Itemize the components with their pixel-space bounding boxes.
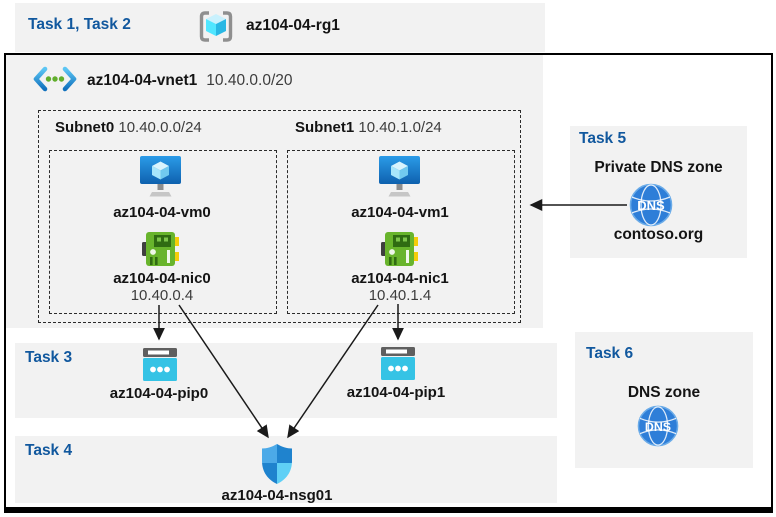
resource-group-icon (198, 10, 234, 48)
dns-icon-text: DNS (637, 198, 665, 213)
vnet-panel (6, 55, 543, 328)
vnet-header: az104-04-vnet1 10.40.0.0/20 (32, 66, 293, 96)
subnet0-name: Subnet0 (55, 119, 115, 136)
task-1-2-label: Task 1, Task 2 (28, 16, 131, 33)
nic1-ip: 10.40.1.4 (368, 287, 432, 304)
address-space-box (38, 110, 521, 323)
private-dns-zone-title: Private DNS zone (594, 159, 723, 176)
nic0-name: az104-04-nic0 (113, 270, 211, 287)
task5-label: Task 5 (579, 130, 627, 147)
nic1-name: az104-04-nic1 (351, 270, 449, 287)
public-ip0-icon (141, 346, 179, 388)
vnet-icon (32, 66, 78, 97)
vnet-cidr: 10.40.0.0/20 (206, 72, 293, 89)
vnet-name: az104-04-vnet1 (87, 72, 198, 89)
vm1-icon (378, 155, 421, 203)
subnet1-label: Subnet1 10.40.1.0/24 (295, 119, 442, 136)
dns-zone-title: DNS zone (627, 384, 701, 401)
nic0-ip: 10.40.0.4 (130, 287, 194, 304)
resource-group-band (15, 3, 545, 52)
public-ip0-name: az104-04-pip0 (109, 385, 209, 402)
private-dns-zone-icon: DNS (629, 183, 673, 232)
dns-zone-icon: DNS (637, 405, 679, 452)
vm0-name: az104-04-vm0 (113, 204, 211, 221)
subnet1-cidr: 10.40.1.0/24 (358, 119, 442, 136)
public-ip1-name: az104-04-pip1 (346, 384, 446, 401)
subnet1-name: Subnet1 (295, 119, 355, 136)
subnet0-vm-box (49, 150, 277, 314)
task3-band (15, 343, 557, 418)
task6-label: Task 6 (586, 345, 634, 362)
task4-label: Task 4 (25, 442, 73, 459)
nic1-icon (381, 230, 419, 273)
nsg-shield-icon (261, 443, 293, 490)
dns-icon-text: DNS (645, 420, 671, 434)
nic0-icon (142, 230, 180, 273)
vm1-name: az104-04-vm1 (351, 204, 449, 221)
task3-label: Task 3 (25, 349, 73, 366)
public-ip1-icon (379, 345, 417, 387)
subnet0-label: Subnet0 10.40.0.0/24 (55, 119, 202, 136)
private-dns-zone-name: contoso.org (613, 226, 704, 243)
subnet1-vm-box (287, 150, 515, 314)
resource-group-name: az104-04-rg1 (246, 17, 340, 34)
subnet0-cidr: 10.40.0.0/24 (118, 119, 202, 136)
nsg-name: az104-04-nsg01 (221, 487, 333, 504)
vm0-icon (139, 155, 182, 203)
